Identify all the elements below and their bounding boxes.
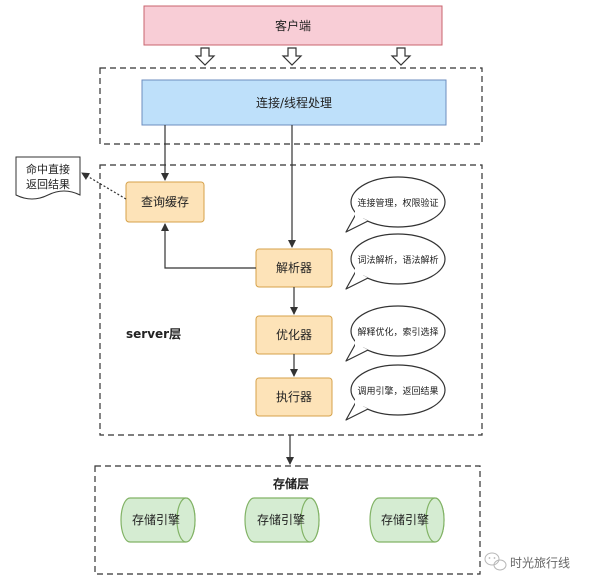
bubble-connection: 连接管理，权限验证	[345, 176, 446, 233]
server-layer-label: server层	[126, 327, 181, 341]
connection-label: 连接/线程处理	[256, 95, 332, 110]
storage-engine-1: 存储引擎	[120, 497, 196, 543]
storage-engine-3-label: 存储引擎	[381, 512, 429, 527]
executor-box	[255, 377, 333, 417]
storage-layer-container	[94, 465, 481, 575]
hollow-arrow-icon	[194, 47, 216, 66]
query-cache-label: 查询缓存	[141, 195, 189, 209]
bubble-parser-text: 词法解析，语法解析	[357, 254, 438, 266]
server-layer-container	[99, 164, 483, 436]
cache-hit-note	[15, 156, 81, 200]
bubble-connection-text: 连接管理，权限验证	[357, 197, 438, 209]
client-label: 客户端	[275, 18, 311, 33]
optimizer-label: 优化器	[276, 328, 312, 342]
note-line-1: 命中直接	[26, 162, 70, 176]
bubble-parser: 词法解析，语法解析	[345, 233, 446, 290]
bubble-optimizer: 解释优化，索引选择	[345, 305, 446, 362]
wechat-logo-icon	[484, 552, 507, 571]
watermark-text: 时光旅行线	[510, 556, 570, 570]
bubble-executor-text: 调用引擎，返回结果	[357, 385, 438, 397]
connection-layer-container	[99, 67, 483, 145]
storage-layer-label: 存储层	[272, 476, 309, 491]
bubble-optimizer-text: 解释优化，索引选择	[357, 326, 438, 338]
client-box	[143, 5, 443, 46]
executor-label: 执行器	[276, 390, 312, 404]
storage-engine-2-label: 存储引擎	[257, 512, 305, 527]
storage-engine-3: 存储引擎	[369, 497, 445, 543]
hollow-arrow-icon	[390, 47, 412, 66]
hollow-arrow-icon	[281, 47, 303, 66]
query-cache-box	[125, 181, 205, 223]
note-line-2: 返回结果	[26, 178, 70, 191]
arrow-parser-to-cache	[161, 223, 256, 269]
storage-engine-1-label: 存储引擎	[132, 512, 180, 527]
storage-engine-2: 存储引擎	[244, 497, 320, 543]
bubble-executor: 调用引擎，返回结果	[345, 364, 446, 421]
connection-box	[141, 79, 447, 126]
arrow-cache-to-note	[81, 172, 127, 200]
parser-label: 解析器	[276, 261, 312, 275]
